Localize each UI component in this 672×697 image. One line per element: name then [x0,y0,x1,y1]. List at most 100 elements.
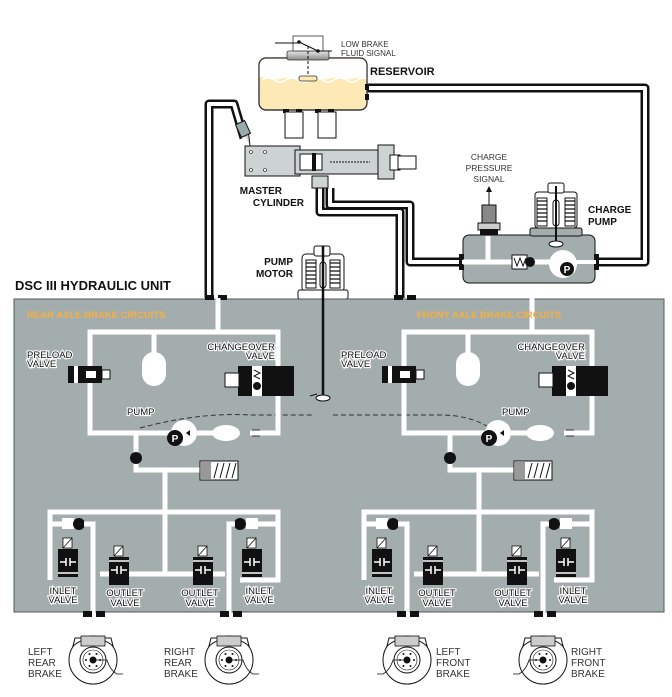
brake-disc-1 [68,635,123,685]
brake-disc-2 [204,635,259,685]
master-cylinder-label-2: CYLINDER [253,198,305,209]
charge-pressure-label-3: SIGNAL [473,174,504,184]
brake-3-label-2: FRONT [436,658,470,669]
changeover-valve [238,366,294,396]
brake-disc-3 [377,635,432,685]
charge-pump-symbol: P [564,265,571,276]
pipe [361,509,595,583]
front-valve-3-label-2: VALVE [498,598,527,609]
rear-valve-4-label-1: INLET [246,586,273,597]
outlet-valve [193,557,213,585]
front-valve-4-label-1: INLET [560,586,587,597]
check-ball [234,518,246,530]
preload-valve [68,366,102,383]
low-fluid-signal-label-2: FLUID SIGNAL [341,49,396,58]
rear-valve-2-label-2: VALVE [110,598,139,609]
inlet-valve [556,549,576,577]
brakes [68,635,568,685]
check-valve [130,452,142,464]
brake-1-label-3: BRAKE [28,669,62,680]
front-axle-circuit: P [361,298,608,640]
outlet-valve [507,557,527,585]
rear-valve-4-label-2: VALVE [244,595,273,606]
pipe [87,298,221,436]
sensor-wire [377,659,407,675]
inlet-valve [372,549,392,577]
charge-pressure-label-2: PRESSURE [466,163,513,173]
charge-pressure-label-1: CHARGE [471,152,508,162]
front-valve-1-label-2: VALVE [364,595,393,606]
rear-valve-2-label-1: OUTLET [106,588,144,599]
check-ball [548,518,560,530]
rear-valve-1-label-2: VALVE [48,595,77,606]
check-ball [387,518,399,530]
rear-pump-label: PUMP [127,407,154,418]
rear-valve-3-label-2: VALVE [185,598,214,609]
brake-2-label-1: RIGHT [164,647,195,658]
pipe [540,521,549,640]
outlet-valve [423,557,443,585]
pump-symbol: P [172,434,179,445]
pump-symbol: P [486,434,493,445]
front-pump-label: PUMP [502,407,529,418]
preload-valve [382,366,416,383]
charge-pump-label-2: PUMP [588,217,617,228]
sensor-wire [229,659,259,675]
pipe [226,521,235,640]
rear-valve-3-label-1: OUTLET [181,588,219,599]
brake-4-label-2: FRONT [571,658,605,669]
front-valve-3-label-1: OUTLET [494,588,532,599]
accumulator [142,352,166,386]
reservoir [258,35,371,113]
pipe [401,298,535,436]
brake-4-label-3: BRAKE [571,669,605,680]
sensor-wire [93,659,123,675]
charge-pump-label-1: CHARGE [588,205,632,216]
inlet-valve [58,549,78,577]
pipe [133,433,200,473]
master-cylinder [234,111,417,189]
reservoir-label: RESERVOIR [370,66,435,78]
charge-pump-block: P [459,182,599,284]
brake-2-label-2: REAR [164,658,192,669]
front-changeover-label-1: CHANGEOVER [517,342,585,353]
brake-3-label-1: LEFT [436,647,460,658]
rear-circuit-label: REAR AXLE BRAKE CIRCUITS [27,310,165,321]
changeover-valve [552,366,608,396]
damper [212,425,240,441]
front-valve-4-label-2: VALVE [558,595,587,606]
brake-4-label-1: RIGHT [571,647,602,658]
rear-preload-label-2: VALVE [27,359,56,370]
accumulator [456,352,480,386]
front-preload-label-1: PRELOAD [341,350,387,361]
hydraulic-unit-title: DSC III HYDRAULIC UNIT [15,278,171,293]
sensor-wire [513,659,543,675]
check-valve [444,452,456,464]
inlet-valve [242,549,262,577]
front-valve-2-label-2: VALVE [422,598,451,609]
rear-changeover-label-2: VALVE [246,351,275,362]
front-preload-label-2: VALVE [341,359,370,370]
pipe [398,521,410,640]
brake-3-label-3: BRAKE [436,669,470,680]
brake-1-label-1: LEFT [28,647,52,658]
front-valve-2-label-1: OUTLET [418,588,456,599]
front-changeover-label-2: VALVE [556,351,585,362]
brake-2-label-3: BRAKE [164,669,198,680]
rear-valve-1-label-1: INLET [50,586,77,597]
rear-preload-label-1: PRELOAD [27,350,73,361]
pipe [47,509,281,583]
rear-axle-circuit: P [47,298,294,640]
outlet-valve [109,557,129,585]
supply-pipes [204,83,650,298]
pipe [84,521,96,640]
rear-changeover-label-1: CHANGEOVER [207,342,275,353]
brake-disc-4 [513,635,568,685]
damper [526,425,554,441]
pump-motor-label-1: PUMP [264,257,293,268]
low-fluid-signal-label-1: LOW BRAKE [341,40,389,49]
pipe [447,433,514,473]
front-circuit-label: FRONT AXLE BRAKE CIRCUITS [417,310,561,321]
master-cylinder-label-1: MASTER [240,186,283,197]
